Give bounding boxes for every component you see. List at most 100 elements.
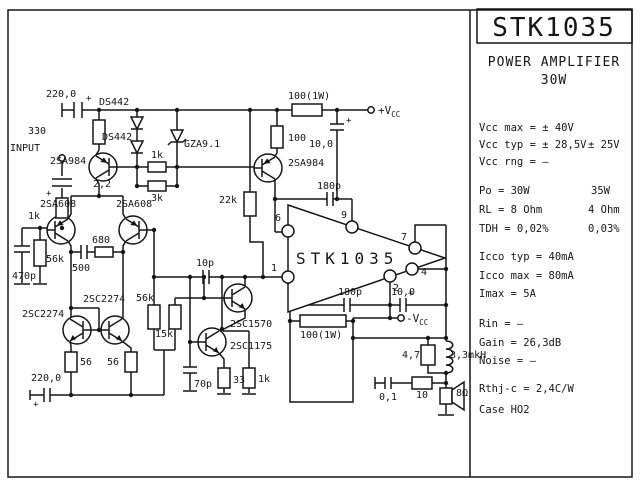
spec-tdh-alt: 0,03%	[588, 223, 620, 235]
resistor-100w-bottom-body	[299, 314, 347, 328]
vcc-positive-label: +VCC	[378, 104, 400, 119]
pin-6-circle	[281, 224, 295, 238]
pin-4-label: 4	[421, 267, 427, 278]
resistor-33-body	[217, 367, 231, 389]
transistor-2sa984-left	[88, 152, 118, 182]
drawing-frame	[7, 9, 633, 478]
label-r100w-top: 100(1W)	[288, 91, 330, 102]
resistor-100w-top-body	[291, 103, 323, 117]
label-r56k-fb: 56k	[136, 293, 154, 304]
spec-list: Vcc max = ± 40V Vcc typ = ± 28,5V ± 25V …	[479, 122, 620, 416]
title-block: STK1035 POWER AMPLIFIER 30W	[476, 8, 633, 88]
spec-rl: RL = 8 Ohm	[479, 204, 542, 216]
inductor-coil	[445, 340, 454, 374]
transistor-2sc2274-right	[100, 315, 130, 345]
pin-4-circle	[405, 262, 419, 276]
speaker-icon	[439, 380, 465, 412]
pin-7-circle	[408, 241, 422, 255]
pin-7-label: 7	[401, 232, 407, 243]
resistor-1k-input-body	[55, 197, 69, 219]
spec-vcc-max: Vcc max = ± 40V	[479, 122, 575, 134]
label-r3k: 3k	[151, 193, 163, 204]
resistor-1k-emitter-body	[242, 367, 256, 389]
pin-9-label: 9	[341, 210, 347, 221]
plus-c-in: +	[46, 189, 52, 199]
transistor-2sc2274-left	[62, 315, 92, 345]
label-r56-left: 56	[80, 357, 92, 368]
vcc-negative-terminal	[397, 314, 405, 322]
pin-2-circle	[383, 269, 397, 283]
spec-po: Po = 30W	[479, 185, 530, 197]
label-coil: 3,3mkH	[450, 350, 486, 361]
spec-icco-typ: Icco typ = 40mA	[479, 251, 575, 263]
resistor-680-body	[94, 246, 114, 258]
label-c01: 0,1	[379, 392, 397, 403]
spec-gain: Gain = 26,3dB	[479, 337, 561, 349]
label-r56-right: 56	[107, 357, 119, 368]
ic-pins	[281, 220, 422, 284]
label-ds442-b: DS442	[102, 132, 132, 143]
transistor-2sc1570	[223, 283, 253, 313]
label-r22k: 22k	[219, 195, 237, 206]
label-c180-top: 180p	[317, 181, 341, 192]
spec-noise: Noise = –	[479, 355, 537, 367]
input-label: INPUT	[10, 143, 40, 154]
label-c500: 500	[72, 263, 90, 274]
label-r680: 680	[92, 235, 110, 246]
diode-ds442-2	[129, 140, 145, 155]
transistor-2sc1175	[197, 327, 227, 357]
label-q5: 2SC2274	[83, 294, 125, 305]
ic-stk1035-body	[287, 203, 448, 314]
spec-icco-max: Icco max = 80mA	[479, 270, 575, 282]
vcc-pos-sub: CC	[391, 110, 400, 119]
label-c70p: 70p	[194, 379, 212, 390]
label-r100w-bot: 100(1W)	[300, 330, 342, 341]
subtitle: POWER AMPLIFIER	[488, 55, 620, 70]
vcc-neg-main: -V	[406, 312, 420, 325]
label-q8: 2SA984	[288, 158, 324, 169]
label-r1k-bias: 1k	[151, 150, 163, 161]
pin-1-label: 1	[271, 263, 277, 274]
plus-c10-top: +	[346, 116, 352, 126]
resistor-15k-body	[168, 304, 182, 330]
spec-imax: Imax = 5A	[479, 288, 537, 300]
junction-dots	[37, 107, 449, 398]
ground-symbols	[14, 283, 454, 416]
spec-rl-alt: 4 Ohm	[588, 204, 620, 216]
pin-2-label: 2	[393, 283, 399, 294]
vcc-negative-label: -VCC	[406, 312, 428, 327]
label-r56k-in: 56k	[46, 254, 64, 265]
label-r1k-e: 1k	[258, 374, 270, 385]
label-c-ripple: 220,0	[46, 89, 76, 100]
part-number-title: STK1035	[492, 13, 616, 43]
resistor-56-left-body	[64, 351, 78, 373]
label-r10: 10	[416, 390, 428, 401]
spec-vcc-rng: Vcc rng = –	[479, 156, 549, 168]
pin-1-circle	[281, 270, 295, 284]
label-r15k: 15k	[155, 329, 173, 340]
resistor-330-body	[92, 119, 106, 145]
label-q4: 2SC2274	[22, 309, 64, 320]
resistor-56k-fb-body	[147, 304, 161, 330]
resistor-22k-body	[243, 191, 257, 217]
transistor-2sa608-right	[118, 215, 148, 245]
pin-6-label: 6	[275, 213, 281, 224]
label-c-in: 2,2	[93, 179, 111, 190]
label-r100: 100	[288, 133, 306, 144]
spec-vcc-typ-alt: ± 25V	[588, 139, 620, 151]
input-terminal	[58, 154, 66, 162]
vcc-positive-terminal	[367, 106, 375, 114]
spec-rth: Rthj-c = 2,4C/W	[479, 383, 575, 395]
label-zener: GZA9.1	[184, 139, 220, 150]
label-ds442-a: DS442	[99, 97, 129, 108]
label-q6: 2SC1570	[230, 319, 272, 330]
plus-c-ripple: +	[86, 94, 92, 104]
plus-c220-bot: +	[33, 400, 39, 410]
spec-vcc-typ: Vcc typ = ± 28,5V	[479, 139, 587, 151]
resistor-100-body	[270, 125, 284, 149]
label-c220-bot: 220,0	[31, 373, 61, 384]
label-c10-bot: 10,0	[391, 287, 415, 298]
resistor-10-body	[411, 376, 433, 390]
